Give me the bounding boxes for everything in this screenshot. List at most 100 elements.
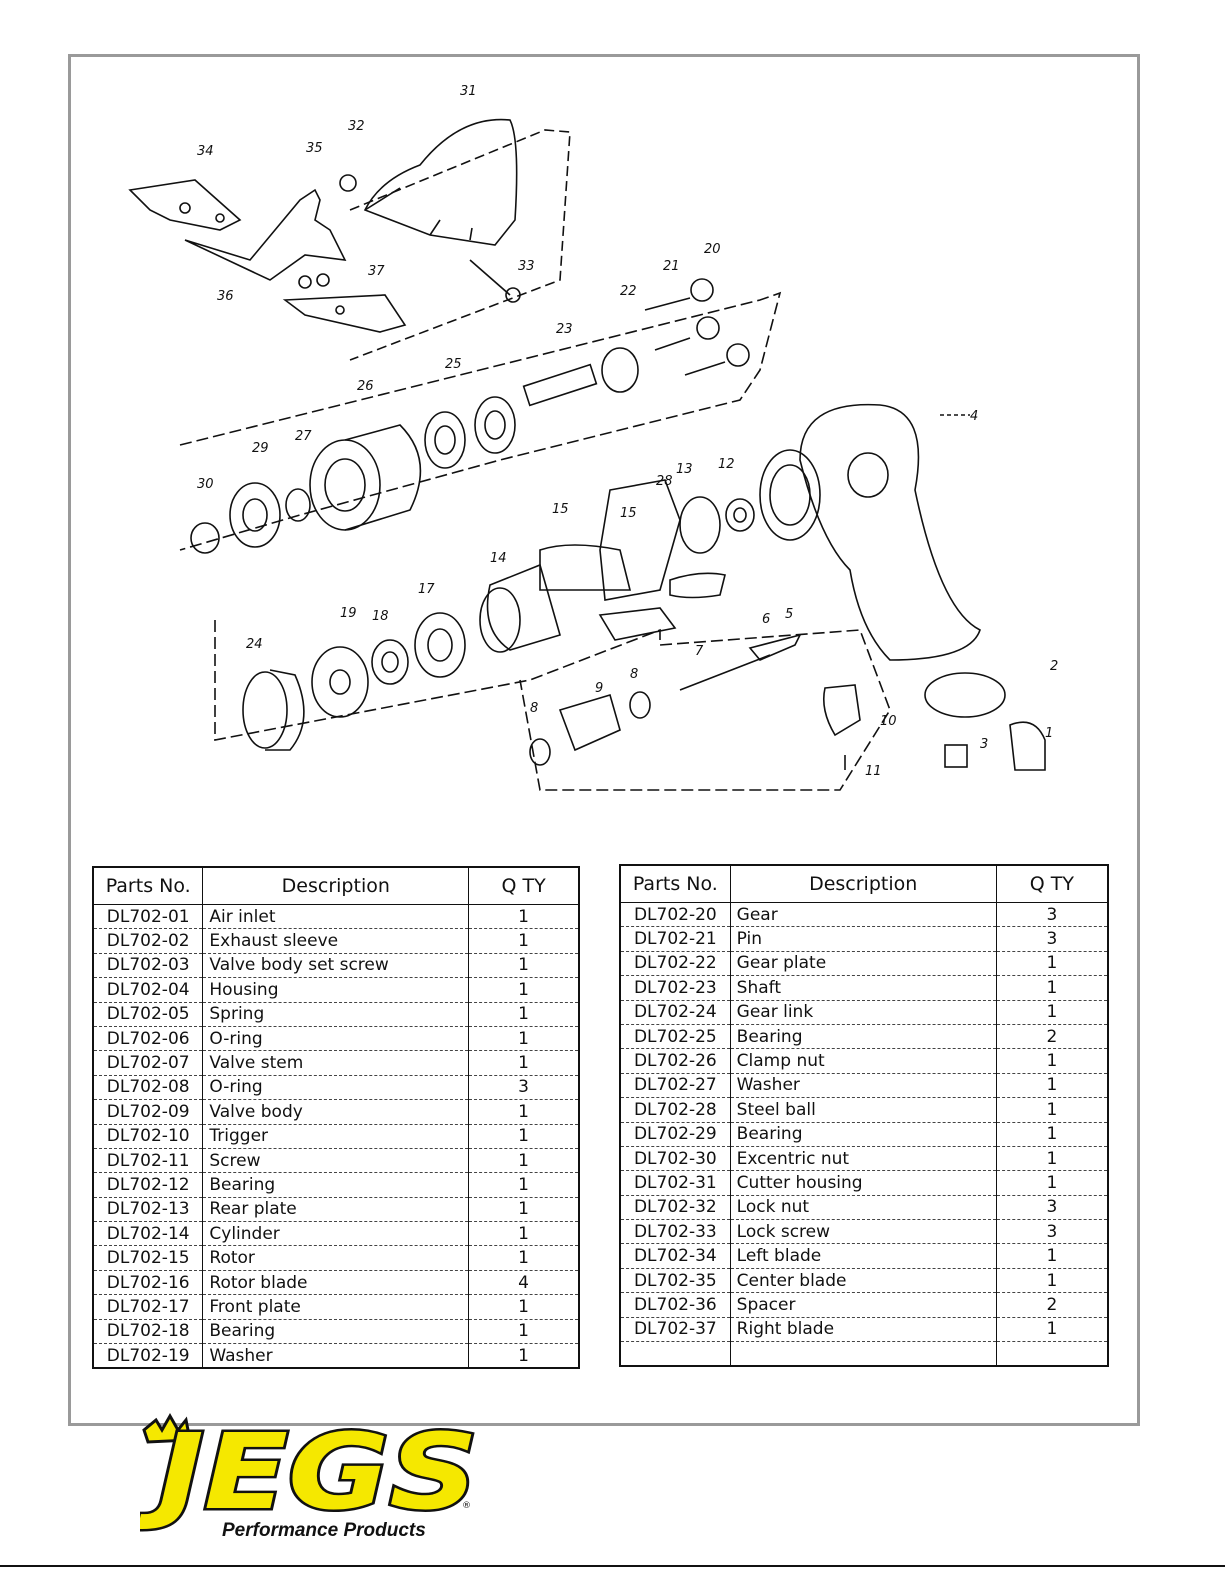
- diagram-label: 33: [518, 259, 535, 274]
- description-cell: O-ring: [202, 1026, 470, 1052]
- diagram-label: 30: [197, 477, 214, 492]
- jegs-logo: JEGS ®: [134, 1408, 490, 1543]
- part-number-cell: DL702-35: [619, 1268, 731, 1294]
- diagram-label: 8: [630, 667, 638, 682]
- quantity-cell: 1: [468, 1197, 580, 1223]
- quantity-cell: 1: [468, 928, 580, 954]
- diagram-label: 6: [762, 612, 770, 627]
- brand-tagline: Performance Products: [222, 1520, 426, 1541]
- description-cell: Center blade: [729, 1268, 997, 1294]
- description-cell: Valve stem: [202, 1050, 470, 1076]
- diagram-label: 15: [552, 502, 569, 517]
- diagram-label: 2: [1050, 659, 1058, 674]
- quantity-cell: 1: [468, 1148, 580, 1174]
- part-number-cell: DL702-23: [619, 975, 731, 1001]
- description-cell: Valve body set screw: [202, 953, 470, 979]
- description-cell: Steel ball: [729, 1097, 997, 1123]
- part-number-cell: DL702-14: [92, 1221, 204, 1247]
- part-number-cell: DL702-26: [619, 1048, 731, 1074]
- quantity-cell: 1: [995, 1268, 1109, 1294]
- quantity-cell: 1: [468, 1099, 580, 1125]
- part-number-cell: DL702-25: [619, 1024, 731, 1050]
- part-number-cell: DL702-37: [619, 1317, 731, 1343]
- diagram-label: 9: [595, 681, 603, 696]
- quantity-cell: 1: [468, 1221, 580, 1247]
- description-cell: [729, 1341, 997, 1367]
- part-number-cell: DL702-04: [92, 977, 204, 1003]
- diagram-label: 18: [372, 609, 389, 624]
- description-cell: Gear link: [729, 1000, 997, 1025]
- diagram-label: 4: [970, 409, 978, 424]
- quantity-cell: 1: [995, 951, 1109, 977]
- description-cell: Cylinder: [202, 1221, 470, 1247]
- description-cell: Bearing: [729, 1024, 997, 1050]
- quantity-cell: 1: [468, 953, 580, 979]
- part-number-cell: DL702-03: [92, 953, 204, 979]
- description-cell: Spacer: [729, 1292, 997, 1318]
- quantity-cell: 1: [995, 1097, 1109, 1123]
- exploded-parts-diagram: 1 2 3 4 5 6 7 8 8 9 10 11 12 13 14 15 15…: [100, 70, 1110, 830]
- description-cell: Washer: [202, 1343, 470, 1369]
- part-number-cell: DL702-21: [619, 926, 731, 952]
- description-cell: Trigger: [202, 1124, 470, 1149]
- part-number-cell: DL702-30: [619, 1146, 731, 1172]
- quantity-cell: 3: [995, 1195, 1109, 1221]
- description-cell: Left blade: [729, 1243, 997, 1269]
- table-header-row: Parts No. Description Q TY: [619, 864, 1109, 903]
- diagram-label: 8: [530, 701, 538, 716]
- diagram-label: 31: [460, 84, 477, 99]
- description-cell: Washer: [729, 1073, 997, 1099]
- quantity-cell: 1: [995, 1146, 1109, 1172]
- description-cell: Shaft: [729, 975, 997, 1001]
- quantity-cell: 1: [468, 1050, 580, 1076]
- description-cell: Bearing: [202, 1172, 470, 1198]
- part-number-cell: DL702-24: [619, 1000, 731, 1025]
- description-cell: Exhaust sleeve: [202, 928, 470, 954]
- quantity-cell: [995, 1341, 1109, 1367]
- quantity-cell: 1: [468, 1294, 580, 1320]
- part-number-cell: DL702-16: [92, 1270, 204, 1296]
- description-cell: Screw: [202, 1148, 470, 1174]
- diagram-label: 15: [620, 506, 637, 521]
- page-frame: [68, 54, 1140, 1426]
- quantity-cell: 4: [468, 1270, 580, 1296]
- diagram-label: 32: [348, 119, 365, 134]
- quantity-cell: 1: [468, 1026, 580, 1052]
- quantity-cell: 3: [468, 1075, 580, 1101]
- table-row: [619, 1341, 1109, 1367]
- diagram-label: 24: [246, 637, 263, 652]
- jegs-logo-graphic: JEGS ®: [134, 1409, 480, 1536]
- diagram-label: 36: [217, 289, 234, 304]
- quantity-cell: 1: [468, 904, 580, 930]
- part-number-cell: DL702-18: [92, 1319, 204, 1345]
- diagram-label: 35: [306, 141, 323, 156]
- quantity-cell: 1: [995, 1170, 1109, 1196]
- description-cell: Spring: [202, 1002, 470, 1027]
- part-number-cell: DL702-27: [619, 1073, 731, 1099]
- part-number-cell: DL702-20: [619, 902, 731, 928]
- part-number-cell: DL702-17: [92, 1294, 204, 1320]
- header-parts-no: Parts No.: [92, 866, 204, 905]
- part-number-cell: DL702-32: [619, 1195, 731, 1221]
- part-number-cell: DL702-09: [92, 1099, 204, 1125]
- quantity-cell: 1: [468, 1172, 580, 1198]
- description-cell: Right blade: [729, 1317, 997, 1343]
